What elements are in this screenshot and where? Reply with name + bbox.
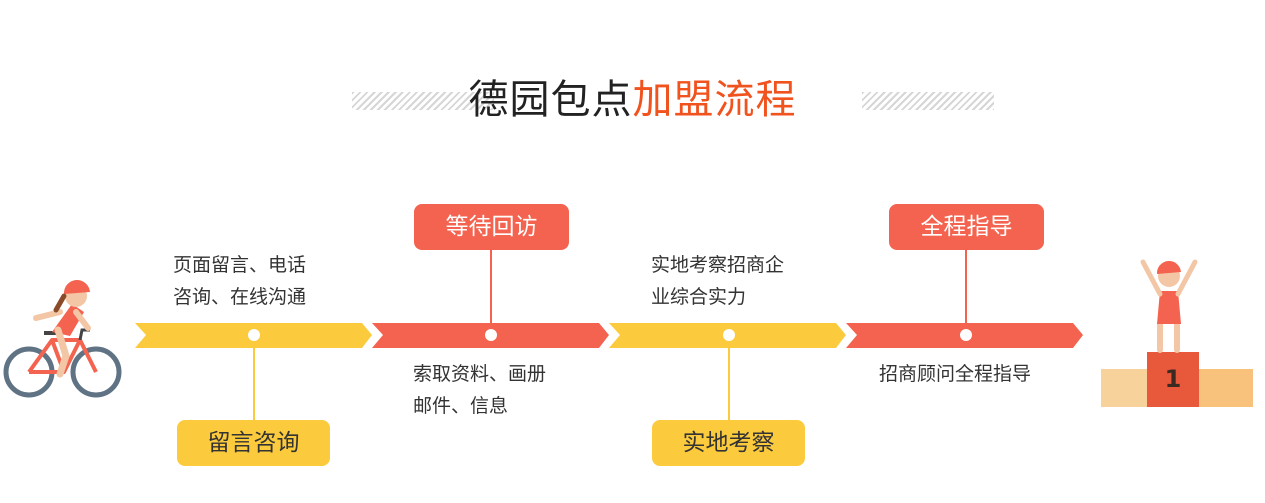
title-decoration-right (862, 92, 994, 110)
step-3-description: 实地考察招商企 业综合实力 (651, 254, 785, 308)
step-1-description: 页面留言、电话 咨询、在线沟通 (173, 254, 307, 308)
title-decoration-left (352, 92, 494, 110)
podium-rank-label: 1 (1164, 365, 1182, 393)
step-2-description: 索取资料、画册 邮件、信息 (413, 363, 547, 417)
title-highlight: 加盟流程 (632, 77, 797, 123)
node-dot-1 (248, 329, 260, 341)
title-main: 德园包点 (468, 77, 633, 123)
node-dot-4 (960, 329, 972, 341)
step-3-pill: 实地考察 (652, 420, 805, 466)
step-4-description: 招商顾问全程指导 (879, 363, 1032, 385)
node-dot-3 (723, 329, 735, 341)
step-2-pill: 等待回访 (414, 204, 569, 250)
step-4-pill: 全程指导 (889, 204, 1044, 250)
winner-podium-icon (1101, 259, 1253, 407)
page-title: 德园包点加盟流程 (0, 74, 1265, 126)
cyclist-icon (3, 279, 122, 398)
node-dot-2 (485, 329, 497, 341)
step-1-pill: 留言咨询 (177, 420, 330, 466)
title-row: 德园包点加盟流程 (0, 70, 1265, 130)
